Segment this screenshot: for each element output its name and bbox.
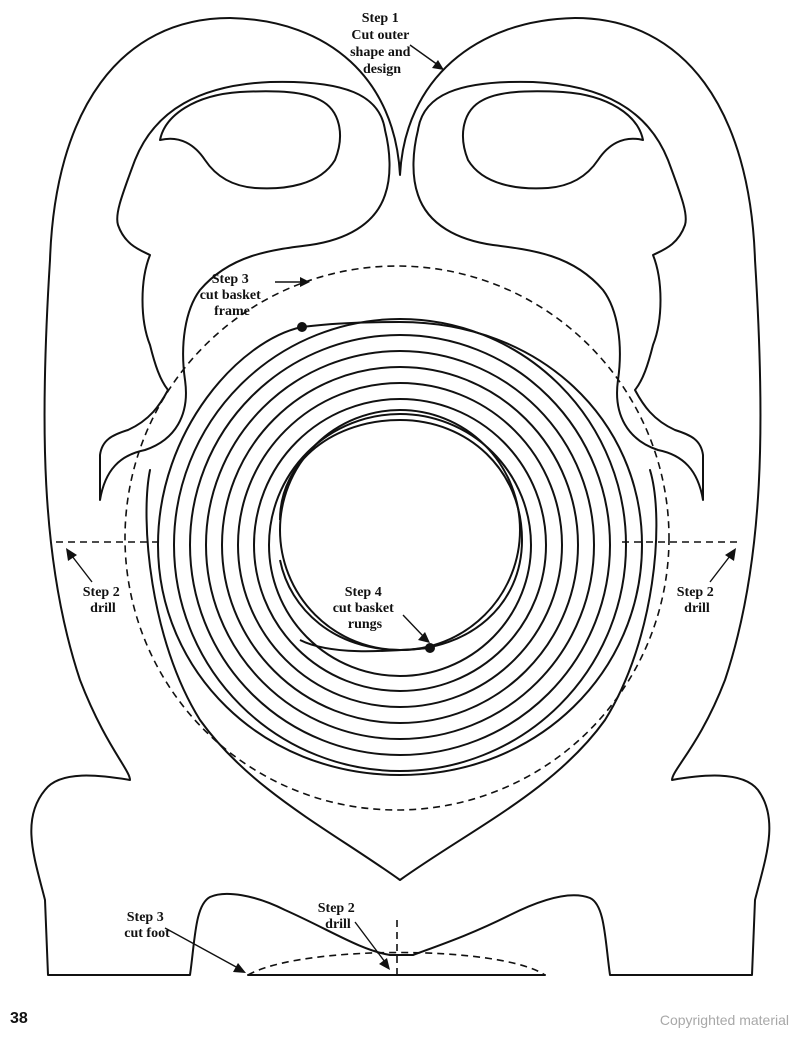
basket-opening [145, 469, 658, 881]
foot-cutline [247, 951, 546, 976]
label-step1: Step 1 Cut outer shape and design [350, 11, 414, 77]
arrows [66, 44, 736, 973]
page-number: 38 [10, 1010, 28, 1027]
rung-start-hole [297, 322, 307, 332]
inner-scroll-right [412, 80, 704, 501]
inner-scroll-right-hole [462, 90, 644, 190]
label-step2-drill-left: Step 2 drill [83, 585, 123, 616]
inner-scroll-left-hole [159, 90, 341, 190]
copyright-notice: Copyrighted material [659, 1012, 789, 1028]
label-step2-drill-right: Step 2 drill [677, 585, 717, 616]
label-step4: Step 4 cut basket rungs [333, 585, 398, 632]
label-step2-drill-bottom: Step 2 drill [318, 901, 358, 932]
outer-outline [30, 17, 771, 976]
inner-scroll-left [99, 80, 391, 501]
basket-frame-cutline [124, 265, 670, 811]
rung-end-hole [425, 643, 435, 653]
label-step3-frame: Step 3 cut basket frame [200, 272, 265, 319]
basket-rungs-spiral [156, 318, 644, 777]
label-step3-foot: Step 3 cut foot [124, 910, 170, 941]
